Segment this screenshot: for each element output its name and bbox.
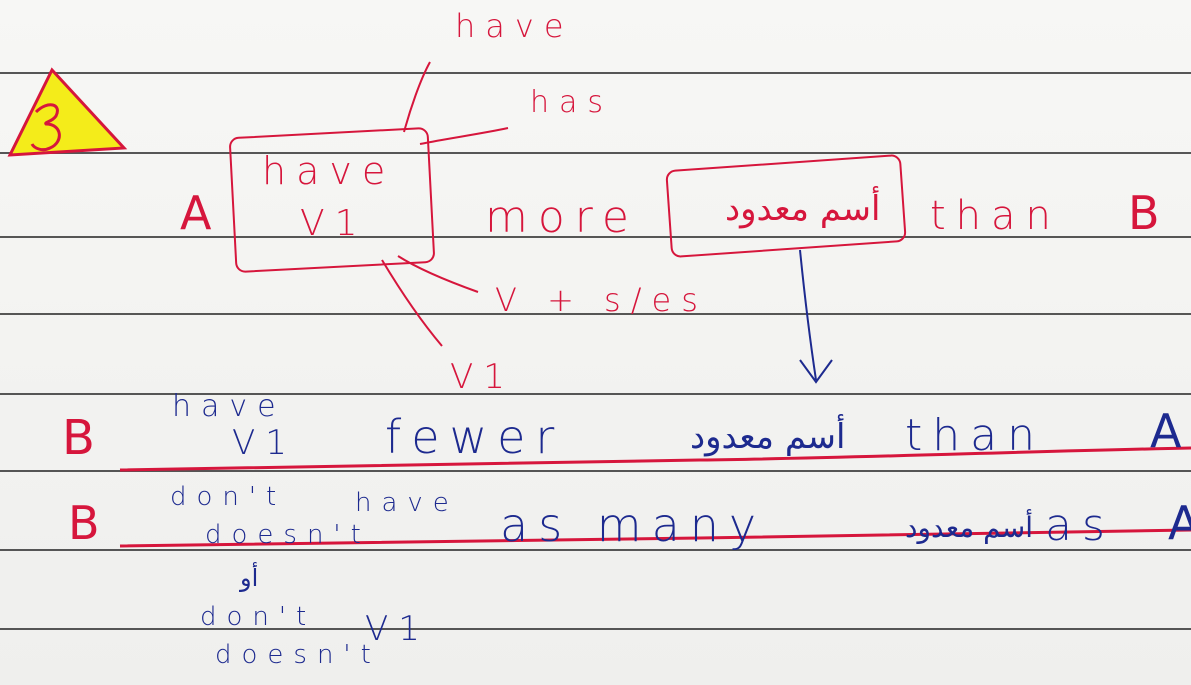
word-than-2: than: [905, 410, 1045, 461]
arabic-countable-noun-2: أسم معدود: [690, 417, 846, 457]
word-fewer: fewer: [385, 410, 565, 464]
connector-to-v-s-es: [397, 255, 479, 293]
notebook-line: [0, 628, 1191, 630]
yellow-triangle-marker: [7, 67, 128, 157]
note-v1: V1: [450, 357, 515, 397]
verb-v1: V1: [300, 203, 368, 244]
object-a: A: [1150, 404, 1182, 458]
verb-have: have: [262, 149, 396, 193]
neg-doesnt-2: doesn't: [215, 640, 381, 670]
word-as: as: [1045, 500, 1115, 551]
word-than: than: [930, 193, 1061, 239]
neg-doesnt: doesn't: [205, 520, 371, 550]
connector-to-have: [403, 61, 431, 133]
subject-b: B: [62, 410, 95, 466]
phrase-as-many: as many: [500, 498, 767, 552]
notebook-line: [0, 313, 1191, 315]
note-has: has: [530, 85, 614, 120]
notebook-line: [0, 549, 1191, 551]
underline-rule-2: [119, 446, 1191, 472]
neg-dont: don't: [170, 482, 287, 512]
note-have: have: [455, 7, 574, 45]
arabic-countable-noun: أسم معدود: [725, 189, 881, 229]
verb-v1-3: V1: [365, 609, 430, 649]
note-have-2: have: [355, 488, 459, 518]
arabic-countable-noun-3: أسم معدود: [905, 511, 1033, 544]
word-more: more: [485, 192, 639, 243]
notebook-line: [0, 470, 1191, 472]
object-a-2: A: [1168, 496, 1191, 550]
connector-to-v1: [381, 259, 443, 347]
verb-v1-2: V1: [232, 423, 297, 463]
underline-rule-3: [119, 528, 1191, 548]
down-arrow: [799, 249, 833, 384]
connector-to-has: [419, 127, 509, 145]
note-v-plus-s-es: V + s/es: [495, 281, 708, 319]
neg-dont-2: don't: [200, 602, 317, 632]
subject-a: A: [180, 186, 212, 240]
notebook-line: [0, 152, 1191, 154]
notebook-line: [0, 236, 1191, 238]
verb-have-2: have: [172, 389, 286, 424]
subject-b-2: B: [68, 496, 100, 550]
notebook-line: [0, 72, 1191, 74]
notebook-line: [0, 393, 1191, 395]
arabic-or: أو: [240, 564, 259, 592]
object-b: B: [1128, 186, 1160, 240]
triangle-number-three: [30, 103, 61, 152]
